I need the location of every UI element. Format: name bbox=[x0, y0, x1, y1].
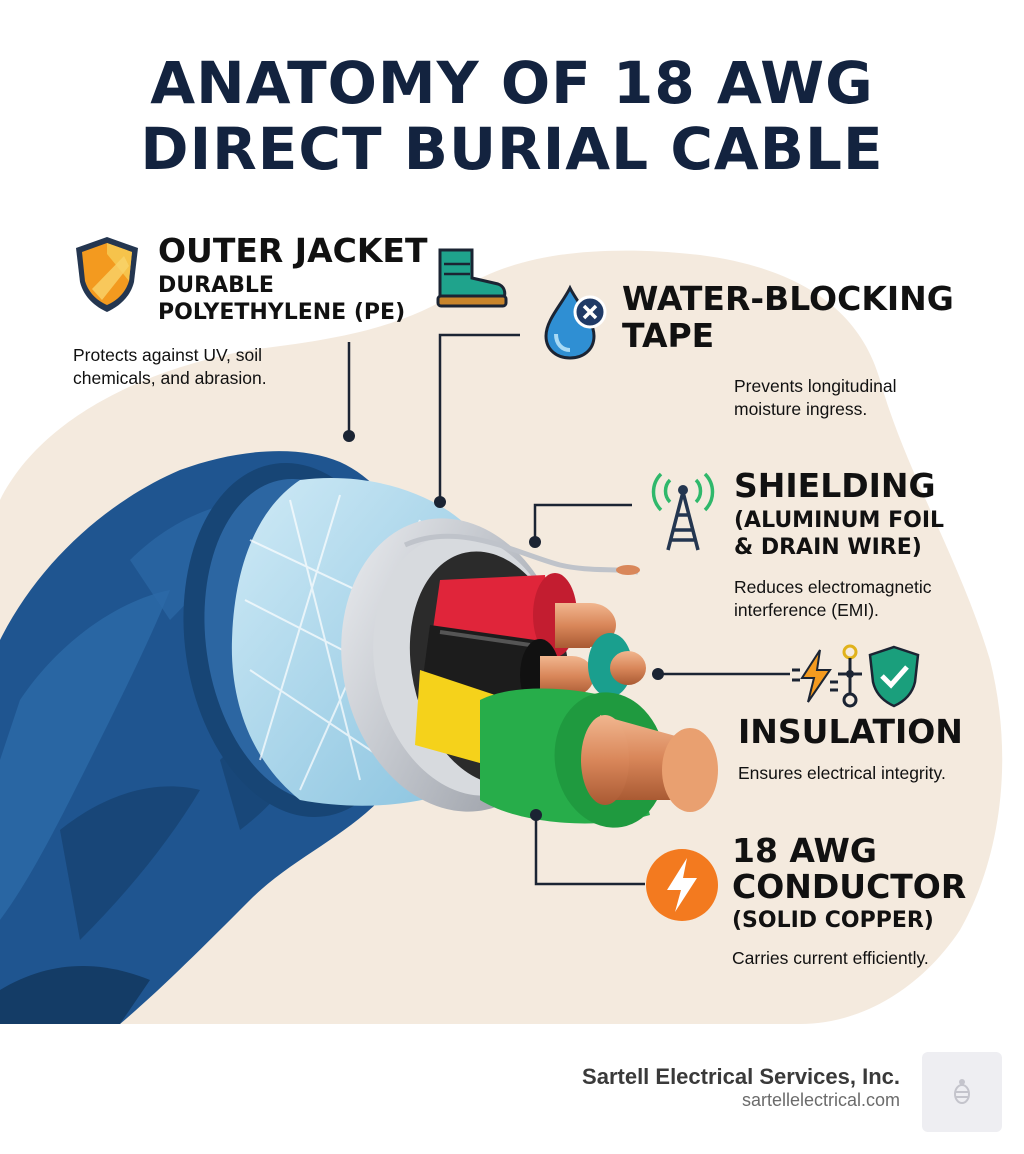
water-tape-heading-1: WATER-BLOCKING bbox=[622, 279, 954, 318]
conductor-heading-2: CONDUCTOR bbox=[732, 867, 967, 906]
lightning-icon bbox=[792, 649, 838, 703]
footer-company: Sartell Electrical Services, Inc. bbox=[582, 1064, 900, 1089]
title-line-2: DIRECT BURIAL CABLE bbox=[140, 115, 884, 183]
water-tape-desc-1: Prevents longitudinal bbox=[734, 376, 897, 396]
conductor-sub: (SOLID COPPER) bbox=[732, 908, 934, 933]
infographic: ANATOMY OF 18 AWG DIRECT BURIAL CABLE OU… bbox=[0, 50, 1024, 1024]
shielding-sub-2: & DRAIN WIRE) bbox=[734, 535, 922, 560]
outer-jacket-desc-2: chemicals, and abrasion. bbox=[73, 368, 267, 388]
insulation-desc: Ensures electrical integrity. bbox=[738, 763, 946, 783]
green-wire-shape bbox=[480, 688, 718, 828]
shielding-sub-1: (ALUMINUM FOIL bbox=[734, 508, 945, 533]
shielding-desc-1: Reduces electromagnetic bbox=[734, 577, 932, 597]
water-tape-heading-2: TAPE bbox=[622, 316, 715, 355]
footer-badge bbox=[922, 1052, 1002, 1132]
antenna-icon bbox=[651, 472, 715, 551]
boot-icon bbox=[436, 248, 508, 308]
outer-jacket-sub-1: DURABLE bbox=[158, 273, 274, 298]
outer-jacket-heading: OUTER JACKET bbox=[158, 231, 428, 270]
shield-check-icon bbox=[868, 645, 920, 708]
water-tape-desc-2: moisture ingress. bbox=[734, 399, 868, 419]
shield-icon bbox=[76, 237, 138, 312]
page-title: ANATOMY OF 18 AWG DIRECT BURIAL CABLE bbox=[0, 50, 1024, 182]
insulation-heading: INSULATION bbox=[738, 712, 963, 751]
footer-url: sartellelectrical.com bbox=[741, 1090, 900, 1110]
circuit-icon bbox=[838, 644, 862, 708]
shielding-desc-2: interference (EMI). bbox=[734, 600, 879, 620]
conductor-heading-1: 18 AWG bbox=[732, 831, 877, 870]
bolt-circle-icon bbox=[646, 849, 718, 921]
outer-jacket-sub-2: POLYETHYLENE (PE) bbox=[158, 300, 406, 325]
cable-illustration bbox=[0, 250, 1003, 1024]
bee-icon bbox=[954, 1079, 970, 1104]
drain-wire-shape bbox=[403, 533, 639, 575]
water-drop-icon bbox=[544, 284, 607, 360]
outer-jacket-desc-1: Protects against UV, soil bbox=[73, 345, 263, 365]
teal-wire-shape bbox=[588, 633, 646, 697]
title-line-1: ANATOMY OF 18 AWG bbox=[150, 49, 874, 117]
shielding-heading: SHIELDING bbox=[734, 466, 936, 505]
conductor-desc: Carries current efficiently. bbox=[732, 948, 929, 968]
